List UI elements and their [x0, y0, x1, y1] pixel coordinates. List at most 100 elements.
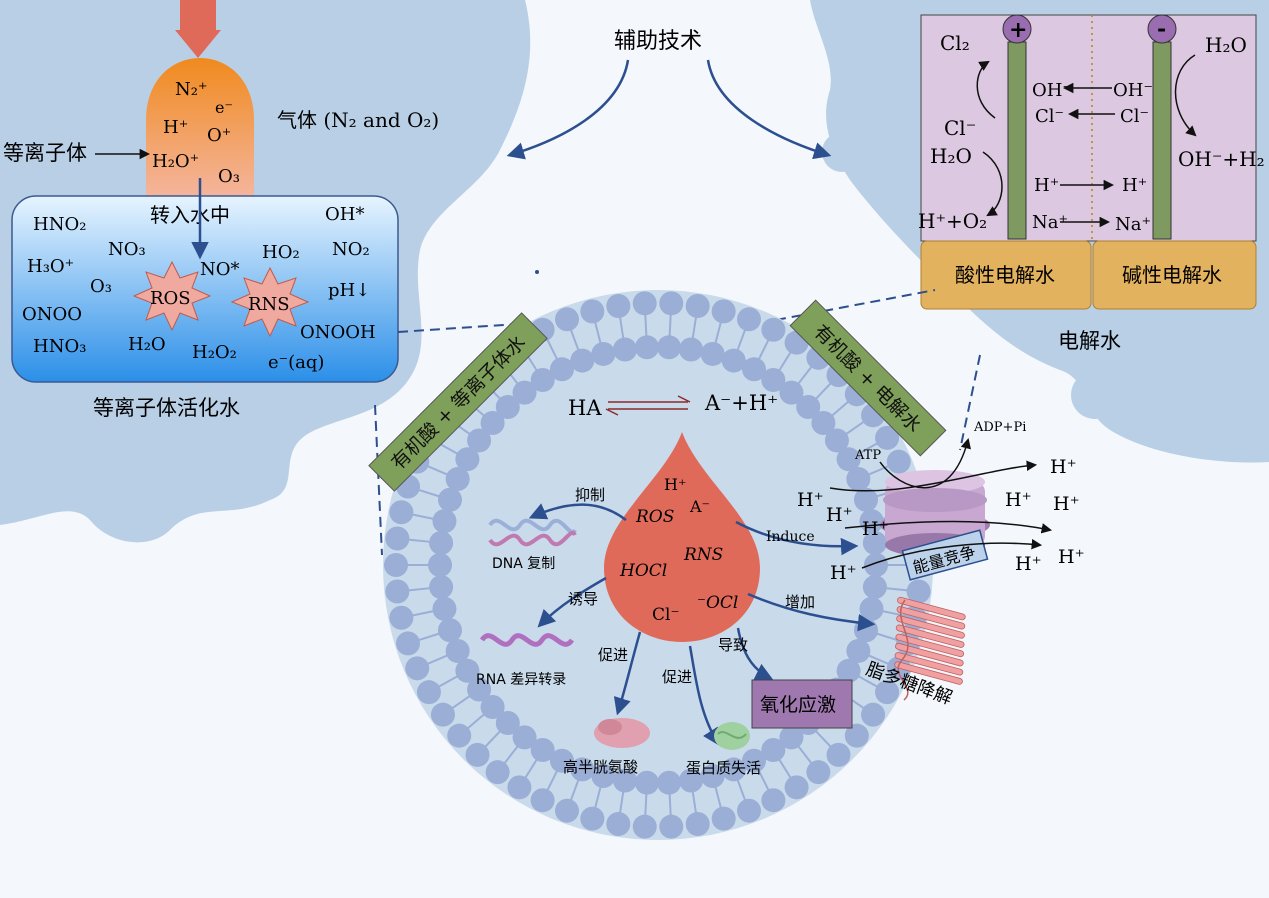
- lipid-tail: [417, 488, 441, 498]
- acidic-water-label: 酸性电解水: [955, 263, 1055, 287]
- lipid-head: [742, 357, 767, 382]
- water-species: e⁻(aq): [268, 352, 324, 373]
- water-species: H₂O: [128, 334, 166, 355]
- ion-label: H⁺: [1034, 175, 1059, 196]
- ros-star-label: ROS: [150, 288, 191, 309]
- ion-label: Cl⁻: [944, 116, 976, 140]
- lipid-head: [761, 738, 786, 763]
- proton: H⁺: [1015, 553, 1042, 575]
- lipid-head: [711, 806, 736, 831]
- dna-icon: [488, 518, 577, 547]
- lipid-head: [875, 680, 900, 705]
- lipid-head: [428, 553, 452, 577]
- rna-icon: [479, 633, 575, 647]
- increase-arrow: [747, 592, 876, 632]
- lipid-tail: [777, 757, 793, 780]
- lipid-tail: [736, 328, 747, 352]
- water-species: ONOOH: [300, 322, 376, 343]
- drop-species: RNS: [683, 545, 723, 565]
- lps-chain: [895, 633, 965, 658]
- lipid-head: [445, 638, 470, 663]
- lipid-tail: [410, 609, 435, 617]
- lipid-head: [606, 294, 631, 319]
- rns-star-label: RNS: [248, 294, 290, 315]
- aux-tech-label: 辅助技术: [614, 29, 702, 54]
- ion-label: H⁺+O₂: [918, 209, 987, 233]
- torch-species: N₂⁺: [175, 79, 207, 100]
- plasma-torch: N₂⁺ e⁻ H⁺ O⁺ H₂O⁺ O₃: [146, 0, 254, 200]
- lipid-head: [455, 658, 480, 683]
- lipid-head: [429, 530, 454, 555]
- lipid-tail: [714, 320, 723, 345]
- plus-sign: +: [1009, 17, 1027, 43]
- alkaline-water-label: 碱性电解水: [1122, 263, 1222, 287]
- lipid-head: [467, 428, 492, 453]
- lipid-head: [761, 317, 786, 342]
- torch-species: H₂O⁺: [152, 151, 199, 172]
- plasma-label: 等离子体: [3, 141, 87, 165]
- zoom-line: [959, 354, 981, 451]
- lipid-head: [485, 760, 510, 785]
- cell-membrane: [384, 291, 932, 839]
- rns-star: [230, 266, 310, 338]
- lipid-head: [836, 658, 861, 683]
- lipid-head: [612, 337, 637, 362]
- lipid-head: [632, 814, 657, 839]
- lipid-head: [495, 394, 520, 419]
- lipid-head: [530, 788, 555, 813]
- lipid-head: [429, 575, 454, 600]
- torch-species: e⁻: [215, 98, 233, 117]
- lipid-tail: [644, 792, 648, 817]
- ion-label: OH⁻: [1113, 80, 1153, 101]
- lipid-head: [854, 487, 879, 512]
- lipid-head: [679, 337, 704, 362]
- homocysteine-label: 高半胱氨酸: [563, 758, 638, 776]
- lipid-tail: [466, 712, 486, 730]
- lipid-head: [742, 748, 767, 773]
- lipid-head: [405, 656, 430, 681]
- lipid-head: [859, 509, 884, 534]
- lipid-tail: [814, 381, 833, 401]
- lipid-head: [711, 299, 736, 324]
- lipid-tail: [796, 744, 814, 765]
- promote-arrow-1: [613, 631, 642, 716]
- lipid-head: [530, 367, 555, 392]
- lipid-head: [862, 530, 887, 555]
- induce-cn-label: 诱导: [568, 590, 598, 608]
- lipid-head: [512, 380, 537, 405]
- water-species: HNO₃: [33, 336, 86, 357]
- proton: H⁺: [826, 504, 853, 526]
- lipid-tail: [875, 632, 899, 642]
- induce-arrow: [537, 576, 607, 628]
- protein-label: 蛋白质失活: [686, 759, 761, 777]
- atp-arrow: [879, 437, 971, 489]
- lps-backbone: [897, 599, 909, 701]
- ion-label: OH⁻+H₂: [1178, 147, 1265, 171]
- lps-chain: [896, 606, 966, 630]
- cell-bump: [475, 88, 515, 128]
- anode-terminal: [1002, 14, 1032, 44]
- water-species: H₃O⁺: [27, 256, 74, 277]
- lipid-head: [864, 553, 888, 577]
- paw-label: 等离子体活化水: [93, 396, 240, 420]
- lipid-head: [875, 425, 900, 450]
- equilibrium-left: HA: [568, 396, 602, 420]
- lipid-head: [512, 725, 537, 750]
- zoom-line: [775, 289, 936, 321]
- drop-species: ROS: [635, 507, 674, 527]
- lipid-tail: [691, 315, 698, 340]
- lipid-head: [432, 509, 457, 534]
- lipid-head: [555, 798, 580, 823]
- inhibit-label: 抑制: [575, 486, 605, 504]
- lipid-head: [430, 702, 455, 727]
- drop-species: ⁻OCl: [697, 593, 738, 613]
- lipid-head: [606, 811, 631, 836]
- equilibrium-arrow-head: [677, 395, 691, 403]
- lipid-head: [432, 596, 457, 621]
- lipid-head: [455, 447, 480, 472]
- cathode-reaction-arrow: [1174, 54, 1197, 137]
- water-species: O₃: [90, 276, 112, 297]
- lipid-tail: [644, 313, 648, 338]
- proton: H⁺: [830, 562, 857, 584]
- lipid-head: [416, 680, 441, 705]
